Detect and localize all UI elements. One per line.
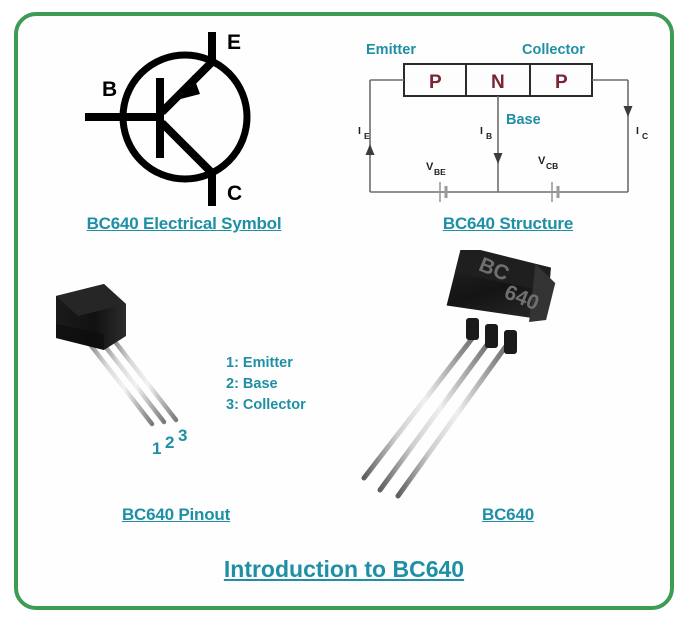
structure-panel: Emitter Collector P N P Base [348, 18, 668, 240]
pinout-legend: 1: Emitter 2: Base 3: Collector [226, 353, 306, 416]
svg-text:I: I [358, 125, 361, 137]
pin-number-2: 2 [165, 433, 174, 452]
pnp-transistor-symbol-icon: E B C [85, 31, 251, 206]
structure-layer-n-base: N [491, 72, 505, 93]
symbol-terminal-c: C [227, 182, 242, 205]
svg-text:BE: BE [434, 167, 446, 177]
to92-package-pinout-illustration: 1 2 3 [56, 284, 187, 458]
svg-text:B: B [486, 131, 492, 141]
structure-caption: BC640 Structure [442, 214, 574, 233]
pnp-structure-circuit-diagram: Emitter Collector P N P Base [358, 42, 648, 202]
photo-caption: BC640 [482, 505, 534, 524]
pin-number-3: 3 [178, 426, 187, 445]
pinout-panel: 1 2 3 1: Emitter 2: Base 3: Collector BC… [28, 250, 340, 550]
pin-number-1: 1 [152, 439, 161, 458]
structure-current-ib: I B [480, 125, 492, 141]
svg-text:C: C [642, 131, 648, 141]
structure-layer-p-collector: P [555, 72, 568, 93]
pinout-caption: BC640 Pinout [121, 505, 231, 524]
photo-panel: BC 640 BC640 [348, 250, 668, 550]
structure-label-collector: Collector [522, 42, 585, 58]
electrical-symbol-caption: BC640 Electrical Symbol [86, 214, 282, 233]
pinout-legend-item-1: 1: Emitter [226, 355, 293, 371]
structure-voltage-vbe: V BE [426, 161, 446, 177]
pinout-legend-item-3: 3: Collector [226, 397, 306, 413]
symbol-terminal-b: B [102, 78, 117, 101]
svg-text:V: V [426, 161, 434, 173]
structure-voltage-vcb: V CB [538, 155, 558, 171]
svg-text:I: I [480, 125, 483, 137]
structure-current-ic: I C [636, 125, 648, 141]
page-title: Introduction to BC640 [223, 556, 465, 582]
structure-label-emitter: Emitter [366, 42, 416, 58]
structure-current-ie: I E [358, 125, 370, 141]
bc640-transistor-photo: BC 640 [361, 250, 556, 499]
svg-text:CB: CB [546, 161, 558, 171]
electrical-symbol-panel: E B C BC640 Electrical Symbol [28, 18, 340, 240]
svg-text:E: E [364, 131, 370, 141]
symbol-terminal-e: E [227, 31, 241, 54]
svg-text:I: I [636, 125, 639, 137]
svg-text:V: V [538, 155, 546, 167]
structure-label-base: Base [506, 112, 541, 128]
structure-layer-p-emitter: P [429, 72, 442, 93]
pinout-legend-item-2: 2: Base [226, 376, 278, 392]
